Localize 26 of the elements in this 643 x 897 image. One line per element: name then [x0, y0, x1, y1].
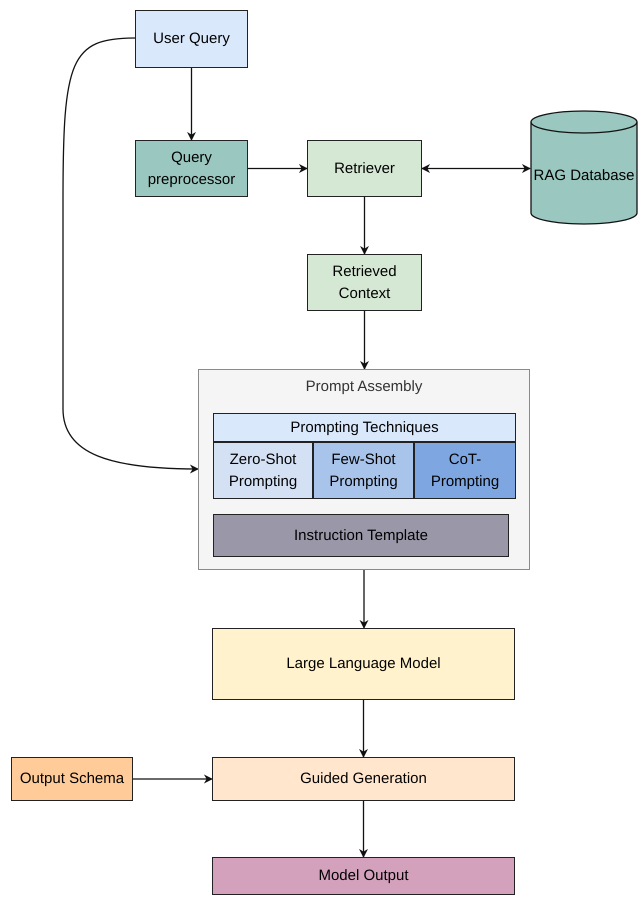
process-box: Retrieved Context: [307, 254, 422, 311]
template-box: Instruction Template: [213, 514, 509, 557]
arrow: [421, 164, 531, 173]
technique-box: CoT-Prompting: [414, 442, 516, 499]
technique-box: Few-Shot Prompting: [313, 442, 414, 499]
process-box: Query preprocessor: [135, 140, 248, 197]
process-box: Guided Generation: [212, 757, 515, 801]
group-container: [198, 369, 530, 570]
node-label: RAG Database: [534, 166, 634, 186]
arrow: [360, 197, 369, 255]
process-box: Retriever: [307, 140, 422, 197]
arrow: [359, 801, 368, 858]
arrow: [62, 37, 199, 474]
input-box: Output Schema: [11, 757, 133, 801]
header-band: Prompting Techniques: [213, 413, 516, 442]
arrow: [248, 164, 308, 173]
group-title: Prompt Assembly: [304, 377, 424, 397]
model-box: Large Language Model: [212, 628, 515, 700]
arrow: [359, 700, 368, 758]
arrow: [360, 311, 369, 370]
arrow: [187, 68, 196, 141]
arrow: [133, 774, 213, 784]
technique-box: Zero-Shot Prompting: [213, 442, 313, 499]
input-box: User Query: [135, 10, 248, 68]
arrow: [360, 570, 368, 629]
output-box: Model Output: [212, 857, 515, 895]
